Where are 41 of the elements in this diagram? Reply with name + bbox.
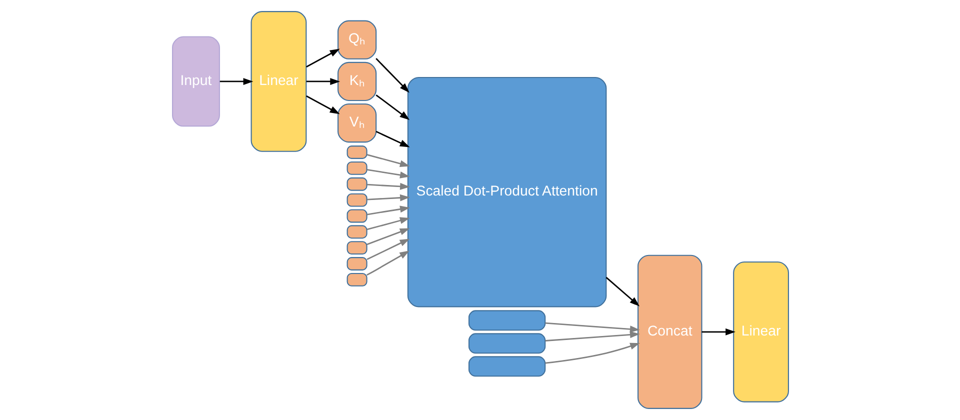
arrow	[366, 154, 410, 167]
arrow	[366, 250, 410, 276]
arrow	[366, 194, 410, 202]
node-box	[346, 161, 367, 175]
node-box	[346, 146, 367, 159]
arrow	[544, 342, 640, 364]
arrow	[366, 238, 410, 260]
arrow	[544, 331, 640, 342]
node-box: Input	[172, 36, 220, 127]
node-box: Concat	[637, 254, 702, 409]
arrow	[306, 95, 340, 114]
node-box	[346, 193, 367, 207]
arrow	[306, 78, 340, 85]
arrow	[366, 217, 410, 230]
node-box	[346, 209, 367, 223]
node-box	[346, 225, 367, 239]
arrow	[701, 328, 735, 336]
arrow	[375, 58, 409, 93]
node-box: Kₕ	[337, 62, 376, 102]
arrow	[366, 168, 410, 178]
arrow	[219, 78, 253, 85]
arrow	[375, 94, 410, 120]
node-box	[346, 257, 367, 270]
node-box: Vₕ	[337, 104, 376, 143]
node-box: Scaled Dot-Product Attention	[406, 76, 606, 308]
node-box	[346, 241, 367, 255]
node-box	[468, 310, 546, 331]
arrow	[306, 48, 340, 68]
node-box	[346, 177, 367, 191]
node-box	[468, 333, 546, 354]
arrow	[366, 228, 410, 246]
arrow	[366, 206, 410, 216]
arrow	[366, 182, 410, 190]
arrow	[544, 322, 640, 333]
node-box: Linear	[732, 261, 788, 402]
node-box	[346, 272, 367, 286]
arrow	[605, 276, 640, 306]
node-box: Linear	[250, 11, 306, 152]
arrow	[375, 130, 410, 148]
node-box: Qₕ	[337, 20, 376, 60]
node-box	[468, 356, 546, 377]
